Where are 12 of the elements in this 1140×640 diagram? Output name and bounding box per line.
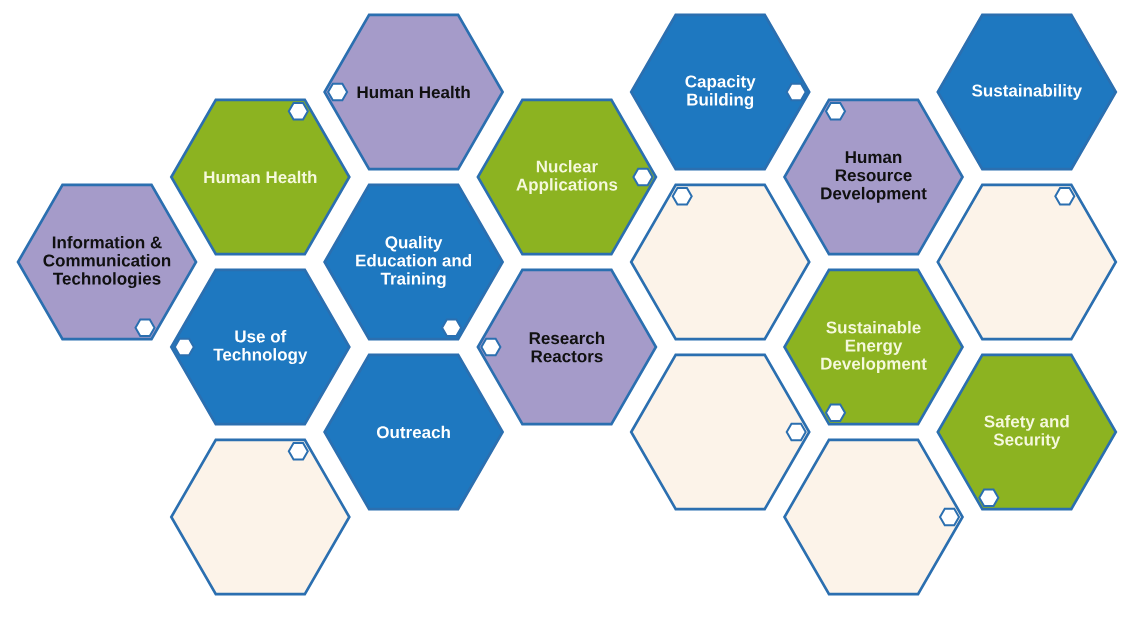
hexagon-tile: Use of Technology <box>169 268 351 426</box>
hexagon-tile <box>936 183 1118 341</box>
hexagon-tile <box>629 353 811 511</box>
hexagon-tile: Human Health <box>169 98 351 256</box>
hexagon-tile <box>629 183 811 341</box>
hexagon-tile: Research Reactors <box>476 268 658 426</box>
hexagon-tile <box>169 438 351 596</box>
hexagon-tile: Nuclear Applications <box>476 98 658 256</box>
hexagon-tile: Sustainability <box>936 13 1118 171</box>
hexagon-tile: Safety and Security <box>936 353 1118 511</box>
hexagon-tile: Information & Communication Technologies <box>16 183 198 341</box>
hexagon-tile: Capacity Building <box>629 13 811 171</box>
